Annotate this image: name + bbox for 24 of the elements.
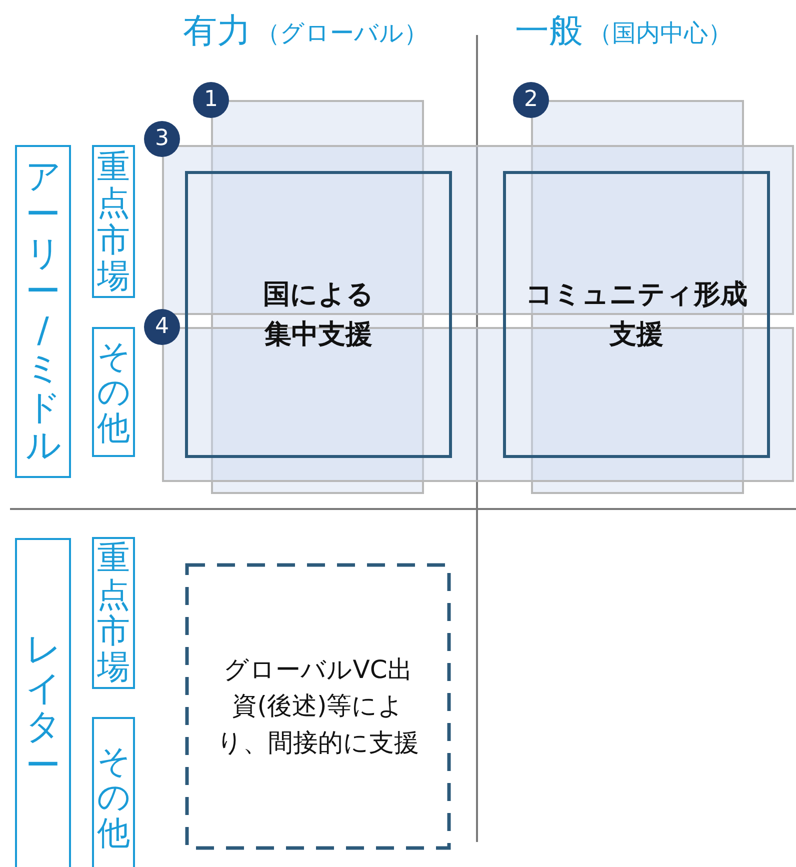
- box-text: 国による集中支援: [262, 278, 375, 352]
- column-header: （グローバル）: [256, 18, 428, 49]
- column-header: （国内中心）: [588, 18, 732, 49]
- box-text: グローバルVC出資(後述)等により、間接的に支援: [216, 654, 420, 759]
- row-header: [15, 145, 71, 478]
- row-header: [15, 538, 71, 867]
- row-subheader: [92, 327, 135, 457]
- strategy-box: [185, 563, 451, 850]
- column-header: 一般: [515, 10, 583, 53]
- strategy-box: [185, 171, 452, 458]
- box-text: コミュニティ形成支援: [524, 278, 748, 352]
- row-label: 重点市場: [97, 540, 130, 686]
- strategy-box: [503, 171, 770, 458]
- row-label: 重点市場: [97, 148, 130, 294]
- number-badge: 1: [193, 82, 229, 118]
- row-label: レイター: [26, 631, 60, 785]
- row-label: アーリー/ミドル: [26, 158, 60, 466]
- row-subheader: [92, 717, 135, 867]
- row-label: その他: [97, 742, 130, 852]
- row-label: その他: [97, 338, 130, 446]
- number-badge: 2: [513, 82, 549, 118]
- number-badge: 4: [144, 309, 180, 345]
- number-badge: 3: [144, 121, 180, 157]
- column-header: 有力: [183, 10, 251, 53]
